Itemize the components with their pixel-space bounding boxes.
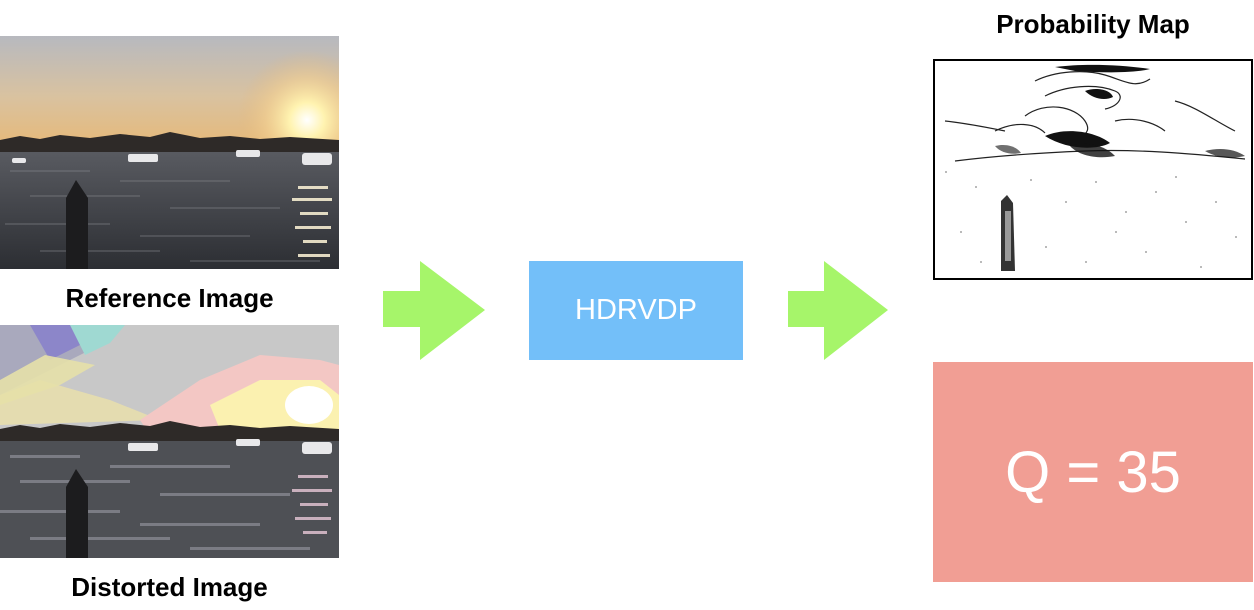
probability-map-title: Probability Map bbox=[996, 9, 1190, 39]
arrow-right-icon bbox=[383, 261, 485, 360]
hdrvdp-process-box: HDRVDP bbox=[529, 261, 743, 360]
hdrvdp-label: HDRVDP bbox=[575, 294, 697, 326]
quality-score-value: Q = 35 bbox=[1005, 439, 1181, 505]
arrow-right-icon bbox=[788, 261, 888, 360]
distorted-image bbox=[0, 325, 339, 558]
distorted-image-label: Distorted Image bbox=[71, 572, 268, 602]
quality-score-box: Q = 35 bbox=[933, 362, 1253, 582]
reference-image bbox=[0, 36, 339, 269]
probability-map-image bbox=[933, 59, 1253, 280]
reference-image-label: Reference Image bbox=[65, 283, 274, 313]
